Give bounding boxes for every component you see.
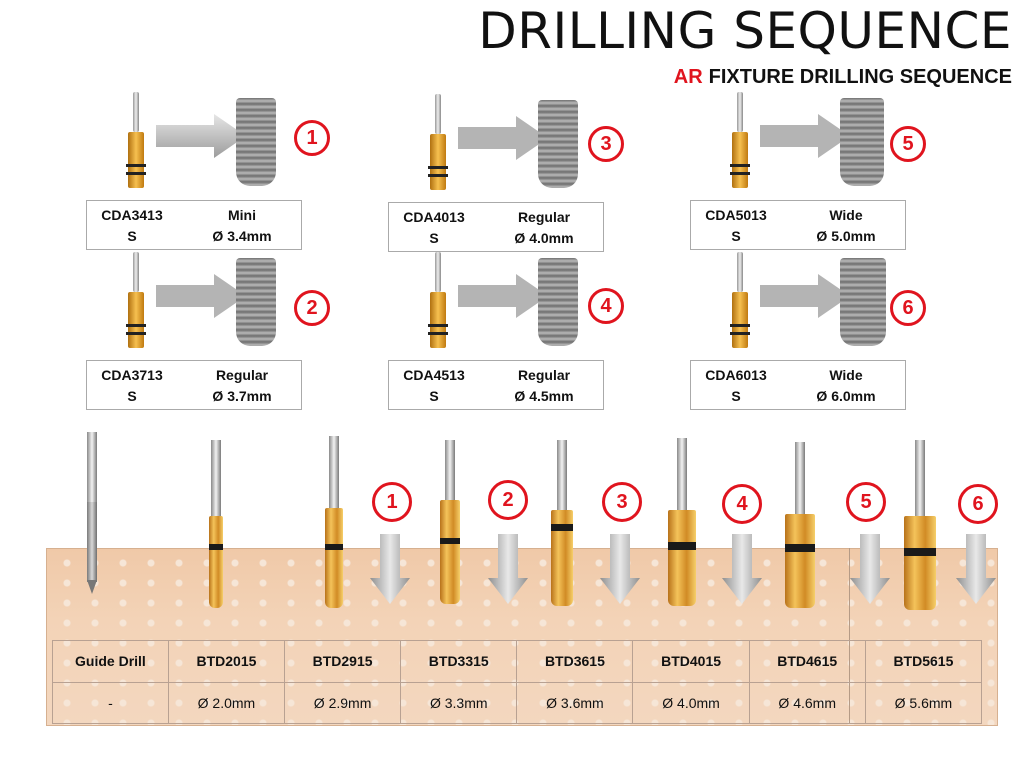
fixture-label: CDA4513 Regular S Ø 4.5mm (388, 360, 604, 410)
fixture-label: CDA6013 Wide S Ø 6.0mm (690, 360, 906, 410)
step-badge: 5 (890, 126, 926, 162)
down-arrow-icon (370, 534, 410, 604)
down-arrow-icon (600, 534, 640, 604)
down-arrow-icon (956, 534, 996, 604)
implant-icon (840, 258, 886, 346)
fixture-driver-icon (428, 252, 448, 348)
page-title: DRILLING SEQUENCE (478, 2, 1012, 60)
sequence-badge: 4 (722, 484, 762, 524)
fixture-label: CDA3413 Mini S Ø 3.4mm (86, 200, 302, 250)
fixture-label: CDA4013 Regular S Ø 4.0mm (388, 202, 604, 252)
right-arrow-icon (458, 116, 548, 160)
drill-btd3615-icon (550, 440, 574, 606)
sequence-badge: 2 (488, 480, 528, 520)
right-arrow-icon (156, 114, 246, 158)
table-cell: BTD5615 (864, 640, 983, 683)
down-arrow-icon (722, 534, 762, 604)
subtitle-prefix: AR (673, 66, 703, 88)
table-cell: Ø 3.3mm (400, 681, 518, 724)
table-cell: Ø 5.6mm (864, 681, 983, 724)
table-cell: BTD2015 (167, 640, 286, 683)
right-arrow-icon (156, 274, 246, 318)
sequence-badge: 6 (958, 484, 998, 524)
fixture-card-3: 3 CDA4013 Regular S Ø 4.0mm (388, 94, 688, 252)
implant-icon (538, 258, 578, 346)
step-badge: 6 (890, 290, 926, 326)
fixture-driver-icon (126, 92, 146, 188)
fixture-card-6: 6 CDA6013 Wide S Ø 6.0mm (690, 252, 990, 410)
drill-btd2915-icon (322, 436, 346, 612)
right-arrow-icon (760, 114, 850, 158)
table-cell: Ø 2.0mm (167, 681, 286, 724)
sequence-badge: 1 (372, 482, 412, 522)
table-cell: Ø 3.6mm (516, 681, 634, 724)
fixture-label: CDA5013 Wide S Ø 5.0mm (690, 200, 906, 250)
table-cell: Ø 2.9mm (284, 681, 402, 724)
table-cell: BTD3615 (516, 640, 634, 683)
sequence-badge: 3 (602, 482, 642, 522)
subtitle-text: FIXTURE DRILLING SEQUENCE (708, 66, 1012, 88)
fixture-card-1: 1 CDA3413 Mini S Ø 3.4mm (86, 92, 386, 250)
step-badge: 1 (294, 120, 330, 156)
fixture-driver-icon (730, 92, 750, 188)
drill-btd5615-icon (904, 440, 936, 612)
step-badge: 4 (588, 288, 624, 324)
divider-line (849, 548, 850, 724)
implant-icon (236, 98, 276, 186)
implant-icon (538, 100, 578, 188)
fixture-driver-icon (428, 94, 448, 190)
fixture-driver-icon (730, 252, 750, 348)
down-arrow-icon (488, 534, 528, 604)
drill-btd4615-icon (785, 442, 815, 608)
table-cell: BTD3315 (400, 640, 518, 683)
drill-btd2015-icon (204, 440, 228, 610)
down-arrow-icon (850, 534, 890, 604)
step-badge: 2 (294, 290, 330, 326)
implant-icon (840, 98, 884, 186)
table-cell: Guide Drill (52, 640, 169, 683)
table-cell: - (52, 681, 169, 724)
right-arrow-icon (760, 274, 850, 318)
table-cell: BTD4015 (632, 640, 750, 683)
drill-btd3315-icon (438, 440, 462, 606)
table-cell: BTD4615 (748, 640, 866, 683)
drill-btd4015-icon (668, 438, 696, 608)
right-arrow-icon (458, 274, 548, 318)
fixture-card-4: 4 CDA4513 Regular S Ø 4.5mm (388, 252, 688, 410)
fixture-card-5: 5 CDA5013 Wide S Ø 5.0mm (690, 92, 990, 250)
fixture-driver-icon (126, 252, 146, 348)
step-badge: 3 (588, 126, 624, 162)
table-cell: Ø 4.0mm (632, 681, 750, 724)
drill-table: Guide Drill BTD2015 BTD2915 BTD3315 BTD3… (52, 640, 983, 724)
table-cell: Ø 4.6mm (748, 681, 866, 724)
table-row: - Ø 2.0mm Ø 2.9mm Ø 3.3mm Ø 3.6mm Ø 4.0m… (52, 681, 983, 724)
guide-drill-icon (80, 432, 104, 594)
table-row: Guide Drill BTD2015 BTD2915 BTD3315 BTD3… (52, 640, 983, 683)
table-cell: BTD2915 (284, 640, 402, 683)
fixture-card-2: 2 CDA3713 Regular S Ø 3.7mm (86, 252, 386, 410)
implant-icon (236, 258, 276, 346)
sequence-badge: 5 (846, 482, 886, 522)
fixture-label: CDA3713 Regular S Ø 3.7mm (86, 360, 302, 410)
